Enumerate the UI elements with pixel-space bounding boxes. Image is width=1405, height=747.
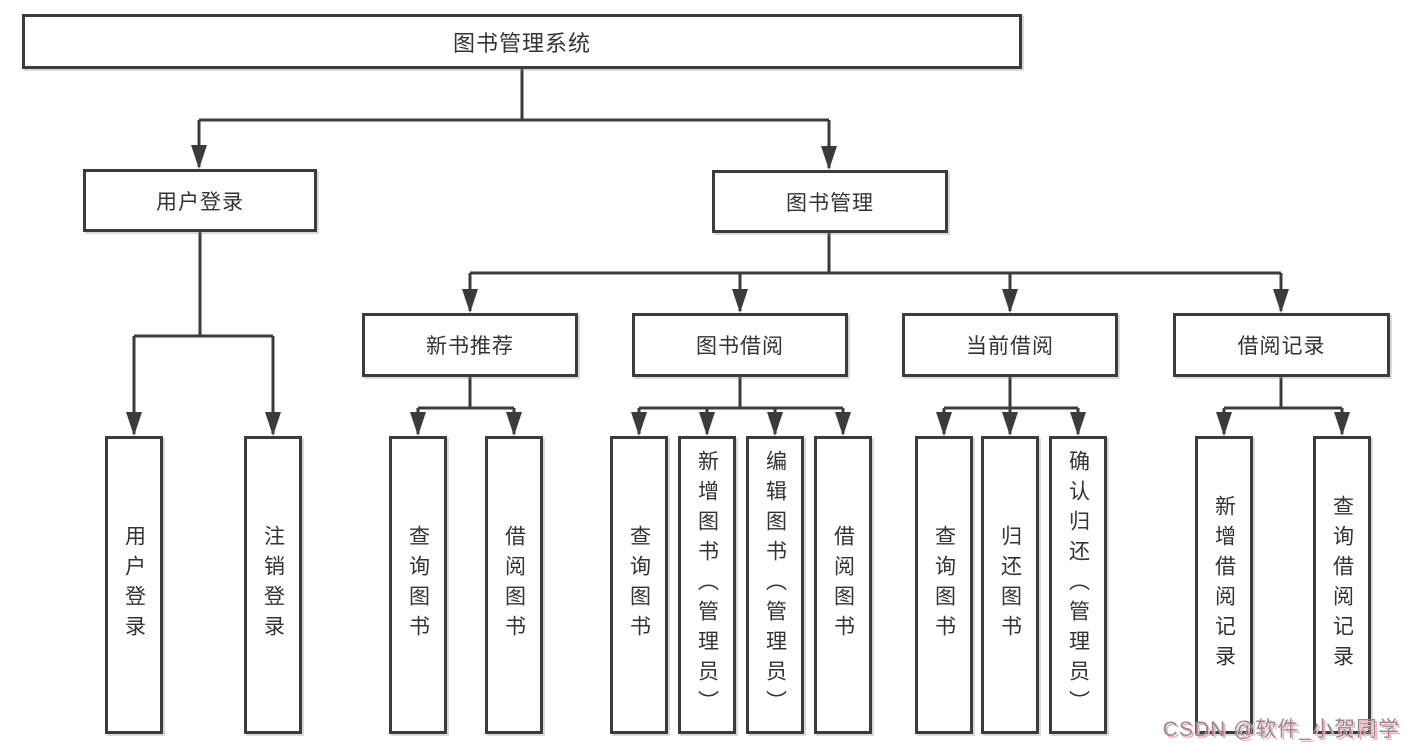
leaf-label: 新增图书（管理员）: [695, 450, 719, 720]
leaf-label: 借阅图书: [831, 525, 855, 645]
leaf-label: 新增借阅记录: [1212, 495, 1236, 675]
node-book-management: 图书管理: [712, 170, 948, 233]
node-user-login-label: 用户登录: [156, 190, 244, 214]
leaf-label: 确认归还（管理员）: [1066, 450, 1090, 720]
node-borrow-records: 借阅记录: [1173, 313, 1390, 377]
node-current-borrow: 当前借阅: [902, 313, 1118, 377]
arrowheads: [126, 145, 1350, 436]
leaf-records-add-record: 新增借阅记录: [1195, 436, 1253, 734]
leaf-label: 注销登录: [261, 525, 285, 645]
leaf-label: 查询借阅记录: [1330, 495, 1354, 675]
leaf-label: 用户登录: [122, 525, 146, 645]
leaf-borrow-edit-books-admin: 编辑图书（管理员）: [746, 436, 804, 734]
leaf-current-return-books: 归还图书: [981, 436, 1039, 734]
leaf-recommend-borrow-books: 借阅图书: [485, 436, 543, 734]
leaf-label: 借阅图书: [502, 525, 526, 645]
leaf-borrow-add-books-admin: 新增图书（管理员）: [678, 436, 736, 734]
node-book-borrow-label: 图书借阅: [696, 335, 784, 358]
csdn-watermark: CSDN @软件_小贺同学: [1162, 718, 1400, 741]
leaf-label: 归还图书: [998, 525, 1022, 645]
leaf-login-user-login: 用户登录: [105, 436, 163, 734]
leaf-login-logout: 注销登录: [244, 436, 302, 734]
node-book-borrow: 图书借阅: [632, 313, 848, 377]
leaf-borrow-query-books: 查询图书: [610, 436, 668, 734]
leaf-label: 查询图书: [406, 525, 430, 645]
leaf-borrow-borrow-books: 借阅图书: [814, 436, 872, 734]
node-new-book-recommend: 新书推荐: [362, 313, 578, 377]
node-root-label: 图书管理系统: [452, 30, 591, 56]
node-borrow-records-label: 借阅记录: [1237, 335, 1326, 358]
leaf-label: 查询图书: [627, 525, 651, 645]
node-current-borrow-label: 当前借阅: [966, 335, 1054, 358]
node-book-management-label: 图书管理: [786, 191, 874, 215]
node-new-book-recommend-label: 新书推荐: [426, 335, 514, 358]
leaf-recommend-query-books: 查询图书: [389, 436, 447, 734]
leaf-current-query-books: 查询图书: [915, 436, 973, 734]
node-user-login: 用户登录: [83, 169, 317, 232]
leaf-records-query-record: 查询借阅记录: [1313, 436, 1371, 734]
leaf-current-confirm-return-admin: 确认归还（管理员）: [1049, 436, 1107, 734]
leaf-label: 查询图书: [932, 525, 956, 645]
node-root: 图书管理系统: [22, 14, 1022, 69]
leaf-label: 编辑图书（管理员）: [763, 450, 787, 720]
